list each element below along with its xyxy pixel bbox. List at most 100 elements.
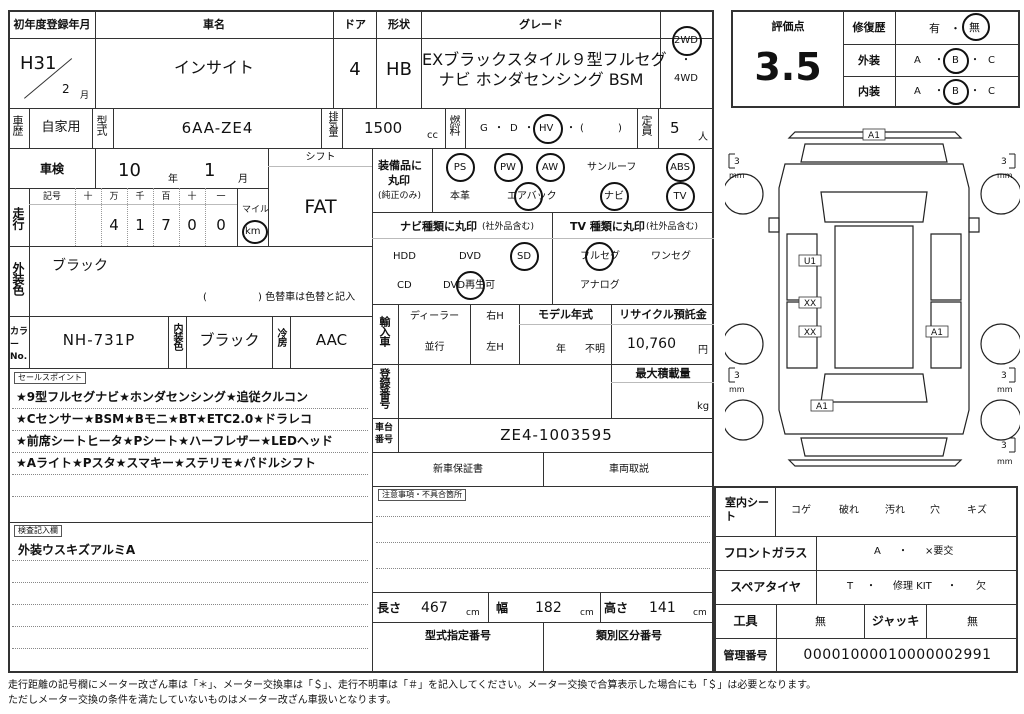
mgmt-number: 00001000010000002991 [803, 647, 992, 663]
body-outline [778, 163, 970, 435]
front-bumper-outline [787, 131, 963, 139]
inspector-label: 検査記入欄 [14, 525, 62, 537]
equip-ps-circle [446, 153, 475, 182]
seat-scratch: キズ [967, 505, 987, 516]
grade-line2: ナビ ホンダセンシング BSM [438, 70, 644, 89]
footer-note-1: 走行距離の記号欄にメーター改ざん車は「＊」、メーター交換車は「＄」、走行不明車は… [8, 680, 817, 691]
tools-label: 工具 [733, 614, 758, 628]
equip-navi-circle [600, 182, 629, 211]
manual-label: 車両取説 [609, 464, 649, 475]
diag-right-mid: A1 [931, 328, 943, 338]
diag-mm-rl: mm [729, 385, 745, 394]
interior-seat-label: 室内シート [725, 496, 769, 524]
fuel-d: D [510, 123, 518, 134]
seat-tear: 破れ [839, 505, 859, 516]
mileage-header-1: 十 [83, 192, 93, 202]
interior-color-label: 内装色 [171, 323, 182, 350]
diag-mm-fr: mm [997, 171, 1013, 180]
tv-label: TV 種類に丸印 [570, 220, 645, 233]
mileage-digit-6: 0 [216, 216, 226, 234]
hood-outline [800, 143, 948, 163]
exterior-color: ブラック [52, 258, 108, 274]
mileage-header-6: 一 [216, 192, 226, 202]
repair-yes: 有 [929, 22, 940, 35]
shift-label: シフト [305, 152, 336, 163]
fuel-g: G [480, 123, 488, 134]
left-front-door [786, 233, 818, 301]
tv-label-note: (社外品含む) [646, 222, 699, 232]
displacement-unit: cc [427, 130, 438, 141]
import-dealer: ディーラー [409, 311, 460, 322]
diag-mm-fl: mm [729, 171, 745, 180]
category-label: 類別区分番号 [596, 629, 662, 642]
roof-outline [834, 225, 914, 369]
right-rear-door [930, 301, 962, 369]
grade-line1: EXブラックスタイル９型フルセグ [422, 50, 667, 69]
sales-points-label: セールスポイント [14, 372, 86, 384]
inspection-year-unit: 年 [168, 174, 178, 185]
windshield-label: フロントガラス [723, 546, 808, 560]
ac-type: AAC [315, 331, 348, 349]
exterior-label: 外装色 [11, 262, 25, 295]
mile-label: マイル [242, 205, 270, 215]
fuel-dot3: ・ [566, 123, 576, 134]
mileage-header-4: 百 [161, 192, 171, 202]
mileage-digit-3: 1 [135, 216, 145, 234]
displacement-label: 排気量 [326, 111, 337, 135]
fuel-dot2: ・ [524, 123, 534, 134]
capacity: 5 [670, 119, 680, 137]
trunk-outline [800, 437, 948, 457]
diag-bracket-fl: 3 [734, 157, 740, 167]
spare-dot2: ・ [947, 581, 957, 592]
sales-point-line: ★前席シートヒータ★Pシート★ハーフレザー★LEDヘッド [16, 434, 333, 448]
sales-point-line: ★9型フルセグナビ★ホンダセンシング★追従クルコン [16, 390, 309, 404]
reg-month-unit: 月 [80, 91, 90, 101]
sales-point-line: ★Cセンサー★BSM★Bモニ★BT★ETC2.0★ドラレコ [16, 412, 313, 426]
interior-grade-dot2: ・ [970, 86, 980, 97]
score-label: 評価点 [771, 20, 805, 33]
notes-label: 注意事項・不具合箇所 [378, 489, 466, 501]
equip-aw-circle [536, 153, 565, 182]
fuel-dot1: ・ [494, 123, 504, 134]
mileage-header-5: 十 [187, 192, 197, 202]
door-label: ドア [344, 18, 366, 31]
reg-number-label: 登録番号 [378, 368, 391, 408]
repair-no-circle [962, 13, 990, 41]
exterior-grade-dot1: ・ [934, 55, 944, 66]
diag-mm-rr: mm [997, 385, 1013, 394]
equip-airbag-circle [514, 182, 543, 211]
height-value: 141 [649, 600, 676, 616]
color-change-open: ( [203, 292, 207, 303]
mileage-header-3: 千 [135, 192, 145, 202]
max-load-unit: kg [697, 401, 710, 412]
doors: 4 [349, 59, 361, 80]
km-circle [242, 220, 268, 244]
recycle-unit: 円 [698, 345, 708, 356]
mileage-digit-4: 7 [161, 216, 171, 234]
interior-grade-dot1: ・ [934, 86, 944, 97]
jack-value: 無 [967, 615, 978, 628]
color-change-note: ) 色替車は色替と記入 [258, 292, 356, 303]
chassis-label: 車台番号 [375, 423, 394, 445]
body-label: 形状 [388, 18, 410, 31]
car-name-label: 車名 [203, 18, 225, 31]
mileage-digit-2: 4 [109, 216, 119, 234]
history: 自家用 [41, 120, 81, 135]
diag-mm-spare: mm [997, 457, 1013, 466]
spare-none: 欠 [976, 581, 986, 592]
fuel-hv-circle [533, 114, 563, 144]
mileage-header-0: 記号 [42, 192, 61, 202]
model-year-unit: 年 [556, 344, 566, 355]
fuel-paren-open: ( [580, 123, 584, 134]
seat-scorch: コゲ [791, 505, 811, 516]
import-parallel: 並行 [424, 342, 445, 353]
diag-bottom: A1 [816, 402, 828, 412]
width-label: 幅 [496, 601, 509, 615]
capacity-label: 定員 [640, 115, 653, 135]
exterior-grade-c: C [988, 55, 995, 66]
max-load-label: 最大積載量 [635, 367, 691, 380]
diag-bracket-fr: 3 [1001, 157, 1007, 167]
drive-2wd-circle [672, 26, 702, 56]
main-sheet-frame [8, 10, 714, 673]
color-code: NH-731P [62, 331, 136, 349]
